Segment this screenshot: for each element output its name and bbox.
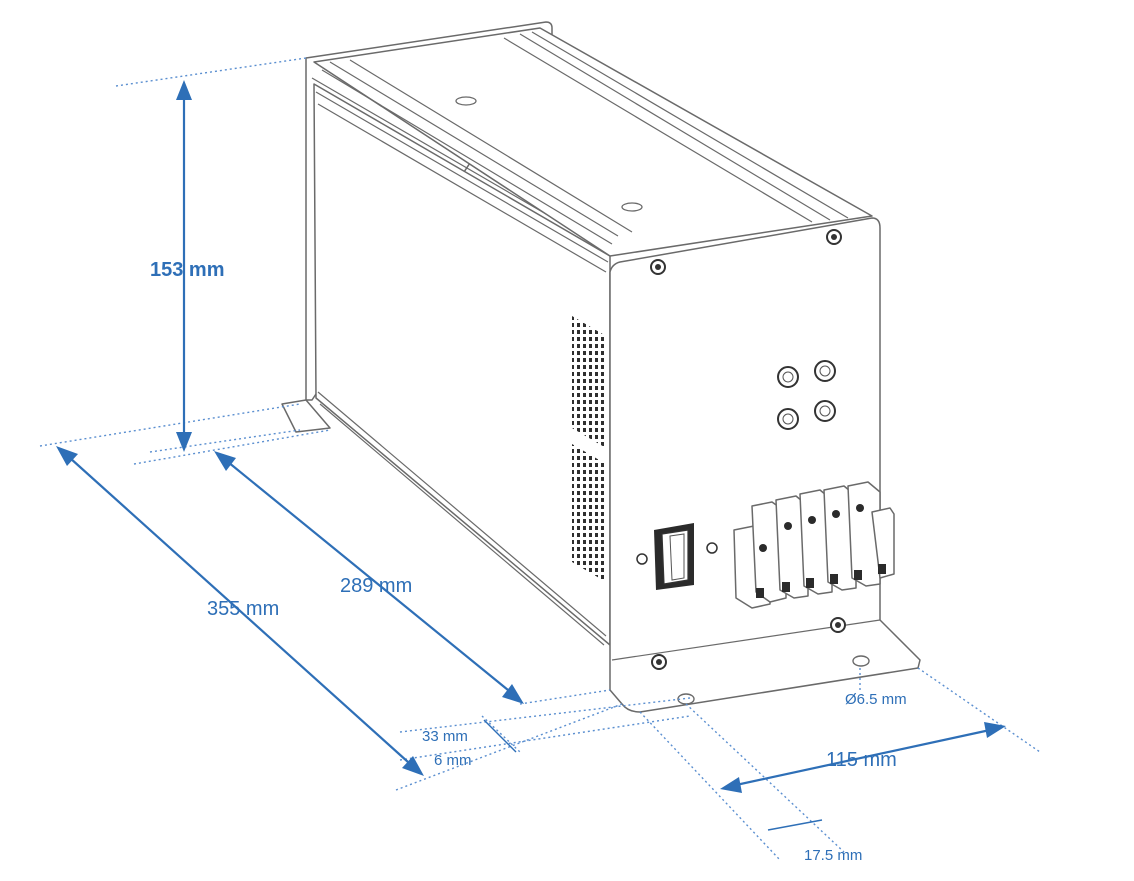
- back-foot: [281, 399, 331, 433]
- dim-overall-length: 355 mm: [207, 598, 279, 620]
- dim-offset-b: 6 mm: [434, 752, 472, 769]
- dim-body-length: 289 mm: [340, 575, 412, 597]
- front-plate: [609, 217, 921, 713]
- dim-hole-offset: 17.5 mm: [804, 847, 862, 864]
- dim-offset-a: 33 mm: [422, 728, 468, 745]
- side-ribs: [311, 77, 609, 646]
- foot-hole-2: [852, 655, 870, 667]
- top-face: [313, 27, 873, 257]
- enclosure-drawing: [281, 21, 921, 713]
- vent-grille: [572, 316, 606, 582]
- foot-hole-1: [677, 693, 695, 705]
- dim-width: 115 mm: [826, 749, 897, 771]
- dimension-labels: 153 mm 355 mm 289 mm 33 mm 6 mm 115 mm 1…: [150, 259, 907, 864]
- dim-height: 153 mm: [150, 259, 225, 281]
- dim-hole-diameter: Ø6.5 mm: [845, 691, 907, 708]
- top-hole-1: [455, 96, 477, 106]
- connector: [636, 523, 718, 590]
- indicator-lamps: [777, 360, 836, 430]
- top-hole-2: [621, 202, 643, 212]
- top-ribs: [321, 31, 849, 245]
- front-screws: [650, 229, 846, 670]
- terminal-blocks: [733, 481, 895, 609]
- dimension-lines: [39, 57, 1041, 861]
